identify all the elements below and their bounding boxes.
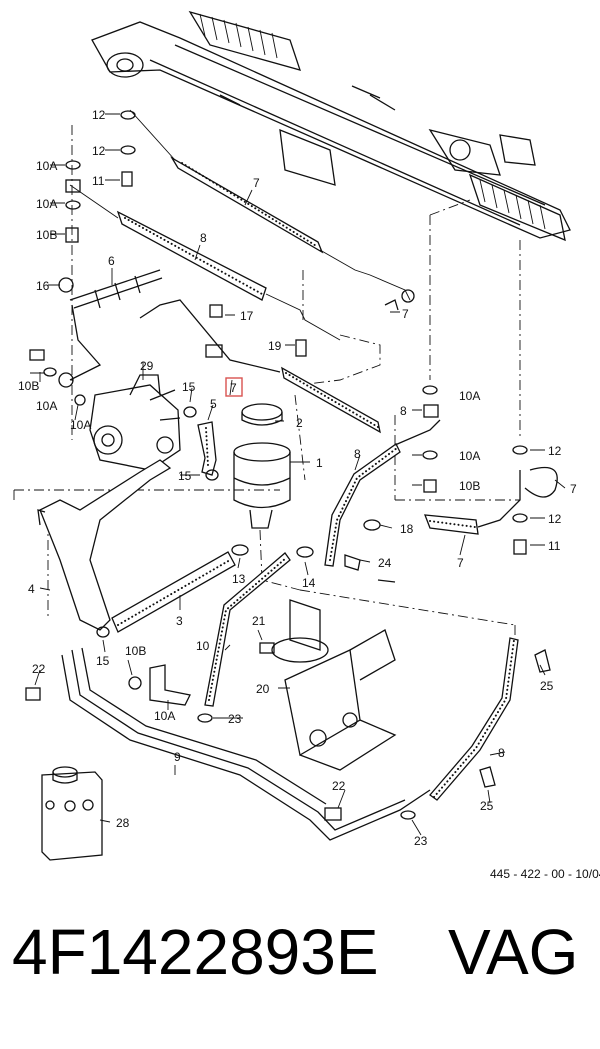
bracket-22	[271, 599, 397, 771]
part-number: 4F1422893E	[12, 916, 379, 988]
callout-11: 10A	[36, 197, 57, 211]
pipe-7-middle	[139, 299, 381, 434]
callout-7: 7	[402, 307, 409, 321]
callout-17: 15	[96, 654, 110, 668]
callout-7: 7	[570, 482, 577, 496]
callout-8: 8	[200, 231, 207, 245]
callout-10a: 10A	[154, 709, 175, 723]
brand-name: VAG	[448, 916, 579, 988]
power-steering-pump	[89, 374, 181, 471]
callout-25: 23	[228, 712, 242, 726]
callout-9: 9	[174, 750, 181, 764]
callout-5: 5	[210, 397, 217, 411]
callout-12: 10B	[18, 379, 39, 393]
callout-14: 12	[92, 108, 106, 122]
reservoir	[233, 403, 291, 529]
hose-3	[111, 551, 236, 633]
callout-12: 10B	[36, 228, 57, 242]
callout-8: 8	[354, 447, 361, 461]
callout-8: 8	[400, 404, 407, 418]
callout-16: 14	[302, 576, 316, 590]
callout-10b: 10B	[125, 644, 146, 658]
callout-23: 21	[252, 614, 266, 628]
callout-11: 10A	[70, 418, 91, 432]
callout-2: 2	[296, 416, 303, 430]
hose-5	[197, 421, 217, 476]
callout-24: 22	[32, 662, 46, 676]
pipe-7-right	[394, 419, 558, 535]
callout-11: 10A	[36, 399, 57, 413]
callout-14: 12	[548, 444, 562, 458]
hose-10	[204, 552, 291, 707]
reference-lines	[13, 125, 521, 640]
callout-14: 12	[548, 512, 562, 526]
callout-7-highlighted: 7	[230, 381, 237, 395]
callout-14: 12	[92, 144, 106, 158]
bracket-10a	[149, 664, 191, 706]
footer: 4F1422893E VAG	[0, 920, 600, 1030]
drawing-code: 445 - 422 - 00 - 10/04	[490, 867, 600, 881]
callout-29: 29	[140, 359, 154, 373]
callout-13: 11	[548, 539, 561, 553]
hose-8-right	[324, 443, 401, 567]
fluid-bottle	[41, 766, 103, 861]
callout-11: 10A	[459, 449, 480, 463]
callout-12: 10B	[459, 479, 480, 493]
callout-15: 13	[232, 572, 246, 586]
callout-3: 3	[176, 614, 183, 628]
callout-labels: 12 12 11 10A 10A 10B 7 8 6 16 17 19 7 10…	[18, 108, 600, 881]
steering-rack	[91, 10, 571, 242]
hose-7-upper	[129, 109, 415, 303]
callout-24: 22	[332, 779, 346, 793]
callout-6: 6	[108, 254, 115, 268]
callout-19: 17	[240, 309, 254, 323]
callout-8: 8	[498, 746, 505, 760]
callout-10: 10	[196, 639, 210, 653]
hose-8-lower	[429, 637, 519, 801]
callout-4: 4	[28, 582, 35, 596]
callout-22: 20	[256, 682, 270, 696]
callout-11: 10A	[459, 389, 480, 403]
fasteners	[25, 110, 551, 821]
hose-4	[37, 459, 172, 631]
callout-7: 7	[457, 556, 464, 570]
callout-17: 15	[178, 469, 192, 483]
callout-27: 25	[480, 799, 494, 813]
callout-13: 11	[92, 174, 105, 188]
callout-7: 7	[253, 176, 260, 190]
callout-26: 24	[378, 556, 392, 570]
callout-1: 1	[316, 456, 323, 470]
pipe-9	[61, 647, 431, 841]
callout-11: 10A	[36, 159, 57, 173]
callout-20: 18	[400, 522, 414, 536]
callout-18: 16	[36, 279, 50, 293]
callout-17: 15	[182, 380, 196, 394]
pipe-6	[58, 269, 163, 388]
leader-lines	[30, 113, 566, 836]
callout-21: 19	[268, 339, 282, 353]
callout-27: 25	[540, 679, 554, 693]
highlight-box	[225, 377, 243, 397]
callout-25: 23	[414, 834, 428, 848]
callout-28: 28	[116, 816, 130, 830]
hose-8-upper	[69, 184, 341, 341]
